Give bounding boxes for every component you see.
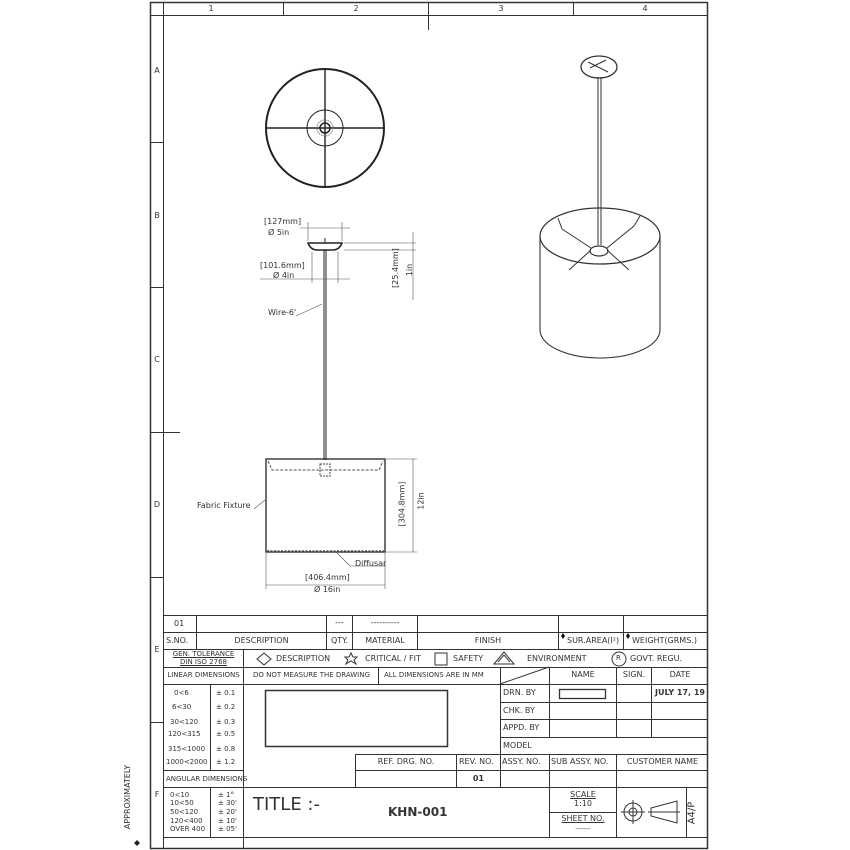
hdr-sign: SIGN. [622, 670, 646, 679]
angular-range: OVER 400 [170, 825, 206, 833]
hdr-qty: QTY. [331, 636, 348, 645]
isometric-view [539, 55, 661, 359]
bom-qty: --- [335, 618, 344, 627]
top-view [265, 68, 385, 188]
drn-date: JULY 17, 19 [655, 688, 705, 697]
angular-range: 120<400 [170, 817, 203, 825]
units-note: ALL DIMENSIONS ARE IN MM [384, 671, 484, 679]
legend-environment: ENVIRONMENT [527, 654, 587, 663]
part-number: KHN-001 [388, 805, 448, 819]
rev-label: REV. NO. [459, 757, 494, 766]
legend-safety: SAFETY [453, 654, 484, 663]
diffuser-label: Diffusar [355, 559, 387, 568]
din-iso: DIN ISO 2768 [180, 658, 227, 666]
rev-value: 01 [472, 774, 485, 783]
scale-label: SCALE [570, 790, 596, 799]
appd-by-label: APPD. BY [503, 723, 540, 732]
angular-range: 0<10 [170, 791, 190, 799]
col-label-1: 1 [208, 4, 214, 13]
legend-critical: CRITICAL / FIT [365, 654, 421, 663]
linear-range: 120<315 [168, 730, 201, 738]
paper-size: A4/P [686, 801, 698, 825]
linear-range: 1000<2000 [166, 758, 208, 766]
ref-drg-label: REF. DRG. NO. [377, 757, 435, 766]
shade-width-in: Ø 16in [314, 585, 341, 594]
angular-tol: ± 1° [218, 791, 235, 799]
row-label-b: B [154, 211, 160, 220]
hdr-weight: WEIGHT(GRMS.) [632, 636, 697, 645]
side-note: APPROXIMATELY [123, 764, 133, 830]
drn-by-label: DRN. BY [503, 688, 536, 697]
govt-symbol: R [616, 654, 621, 662]
linear-tol: ± 0.5 [216, 730, 236, 738]
hdr-sur-area: SUR.AREA(I²) [567, 636, 620, 645]
bom-sno: 01 [174, 619, 185, 628]
linear-range: 315<1000 [168, 745, 206, 753]
diamond-icon [134, 840, 140, 846]
angular-tol: ± 05' [218, 825, 237, 833]
wire-label: Wire-6' [268, 308, 297, 317]
linear-tol: ± 0.1 [216, 689, 236, 697]
canopy-dim-in: Ø 5in [268, 228, 290, 237]
angular-range: 10<50 [170, 799, 194, 807]
canopy-dim-mm: [127mm] [264, 217, 302, 226]
base-dim-in: Ø 4in [273, 271, 295, 280]
legend-description: DESCRIPTION [276, 654, 331, 663]
hdr-name: NAME [571, 670, 595, 679]
hdr-description: DESCRIPTION [234, 636, 289, 645]
front-view [253, 222, 417, 589]
legend-govt: GOVT. REGU. [630, 654, 683, 663]
linear-range: 6<30 [172, 703, 192, 711]
linear-title: LINEAR DIMENSIONS [167, 671, 240, 679]
sub-assy-label: SUB ASSY. NO. [551, 757, 609, 766]
angular-tol: ± 10' [218, 817, 237, 825]
row-label-f: F [154, 790, 160, 799]
gen-tolerance: GEN. TOLERANCE [172, 650, 235, 658]
angular-tol: ± 20' [218, 808, 237, 816]
linear-tol: ± 0.2 [216, 703, 236, 711]
base-dim-mm: [101.6mm] [260, 261, 305, 270]
hdr-material: MATERIAL [365, 636, 405, 645]
shade-height-mm: [304.8mm] [397, 481, 407, 527]
linear-tol: ± 0.3 [216, 718, 236, 726]
hdr-date: DATE [669, 670, 691, 679]
row-label-a: A [154, 66, 160, 75]
title-label: TITLE :- [253, 794, 320, 815]
sheet-label: SHEET NO. [561, 814, 605, 823]
customer-label: CUSTOMER NAME [626, 757, 699, 766]
height-dim-mm: [25.4mm] [390, 248, 400, 288]
shade-height-in: 12in [416, 492, 426, 510]
model-label: MODEL [503, 741, 532, 750]
hdr-finish: FINISH [474, 636, 502, 645]
col-label-4: 4 [642, 4, 648, 13]
fabric-label: Fabric Fixture [197, 501, 251, 510]
no-measure-note: DO NOT MEASURE THE DRAWING [253, 671, 370, 679]
height-dim-in: 1in [405, 263, 415, 277]
angular-title: ANGULAR DIMENSIONS [166, 775, 248, 783]
linear-tol: ± 1.2 [216, 758, 236, 766]
scale-value: 1:10 [574, 799, 592, 808]
col-label-3: 3 [498, 4, 504, 13]
assy-label: ASSY. NO. [502, 757, 541, 766]
row-label-c: C [154, 355, 160, 364]
bom-material: ---------- [370, 618, 400, 627]
angular-tol: ± 30' [218, 799, 237, 807]
row-label-e: E [154, 645, 160, 654]
sheet-value: ------ [575, 825, 591, 833]
linear-tol: ± 0.8 [216, 745, 236, 753]
hdr-sno: S.NO. [166, 636, 189, 645]
row-label-d: D [153, 500, 161, 509]
chk-by-label: CHK. BY [503, 706, 535, 715]
angular-range: 50<120 [170, 808, 199, 816]
col-label-2: 2 [353, 4, 359, 13]
linear-range: 30<120 [170, 718, 199, 726]
linear-range: 0<6 [174, 689, 189, 697]
shade-width-mm: [406.4mm] [305, 573, 350, 582]
